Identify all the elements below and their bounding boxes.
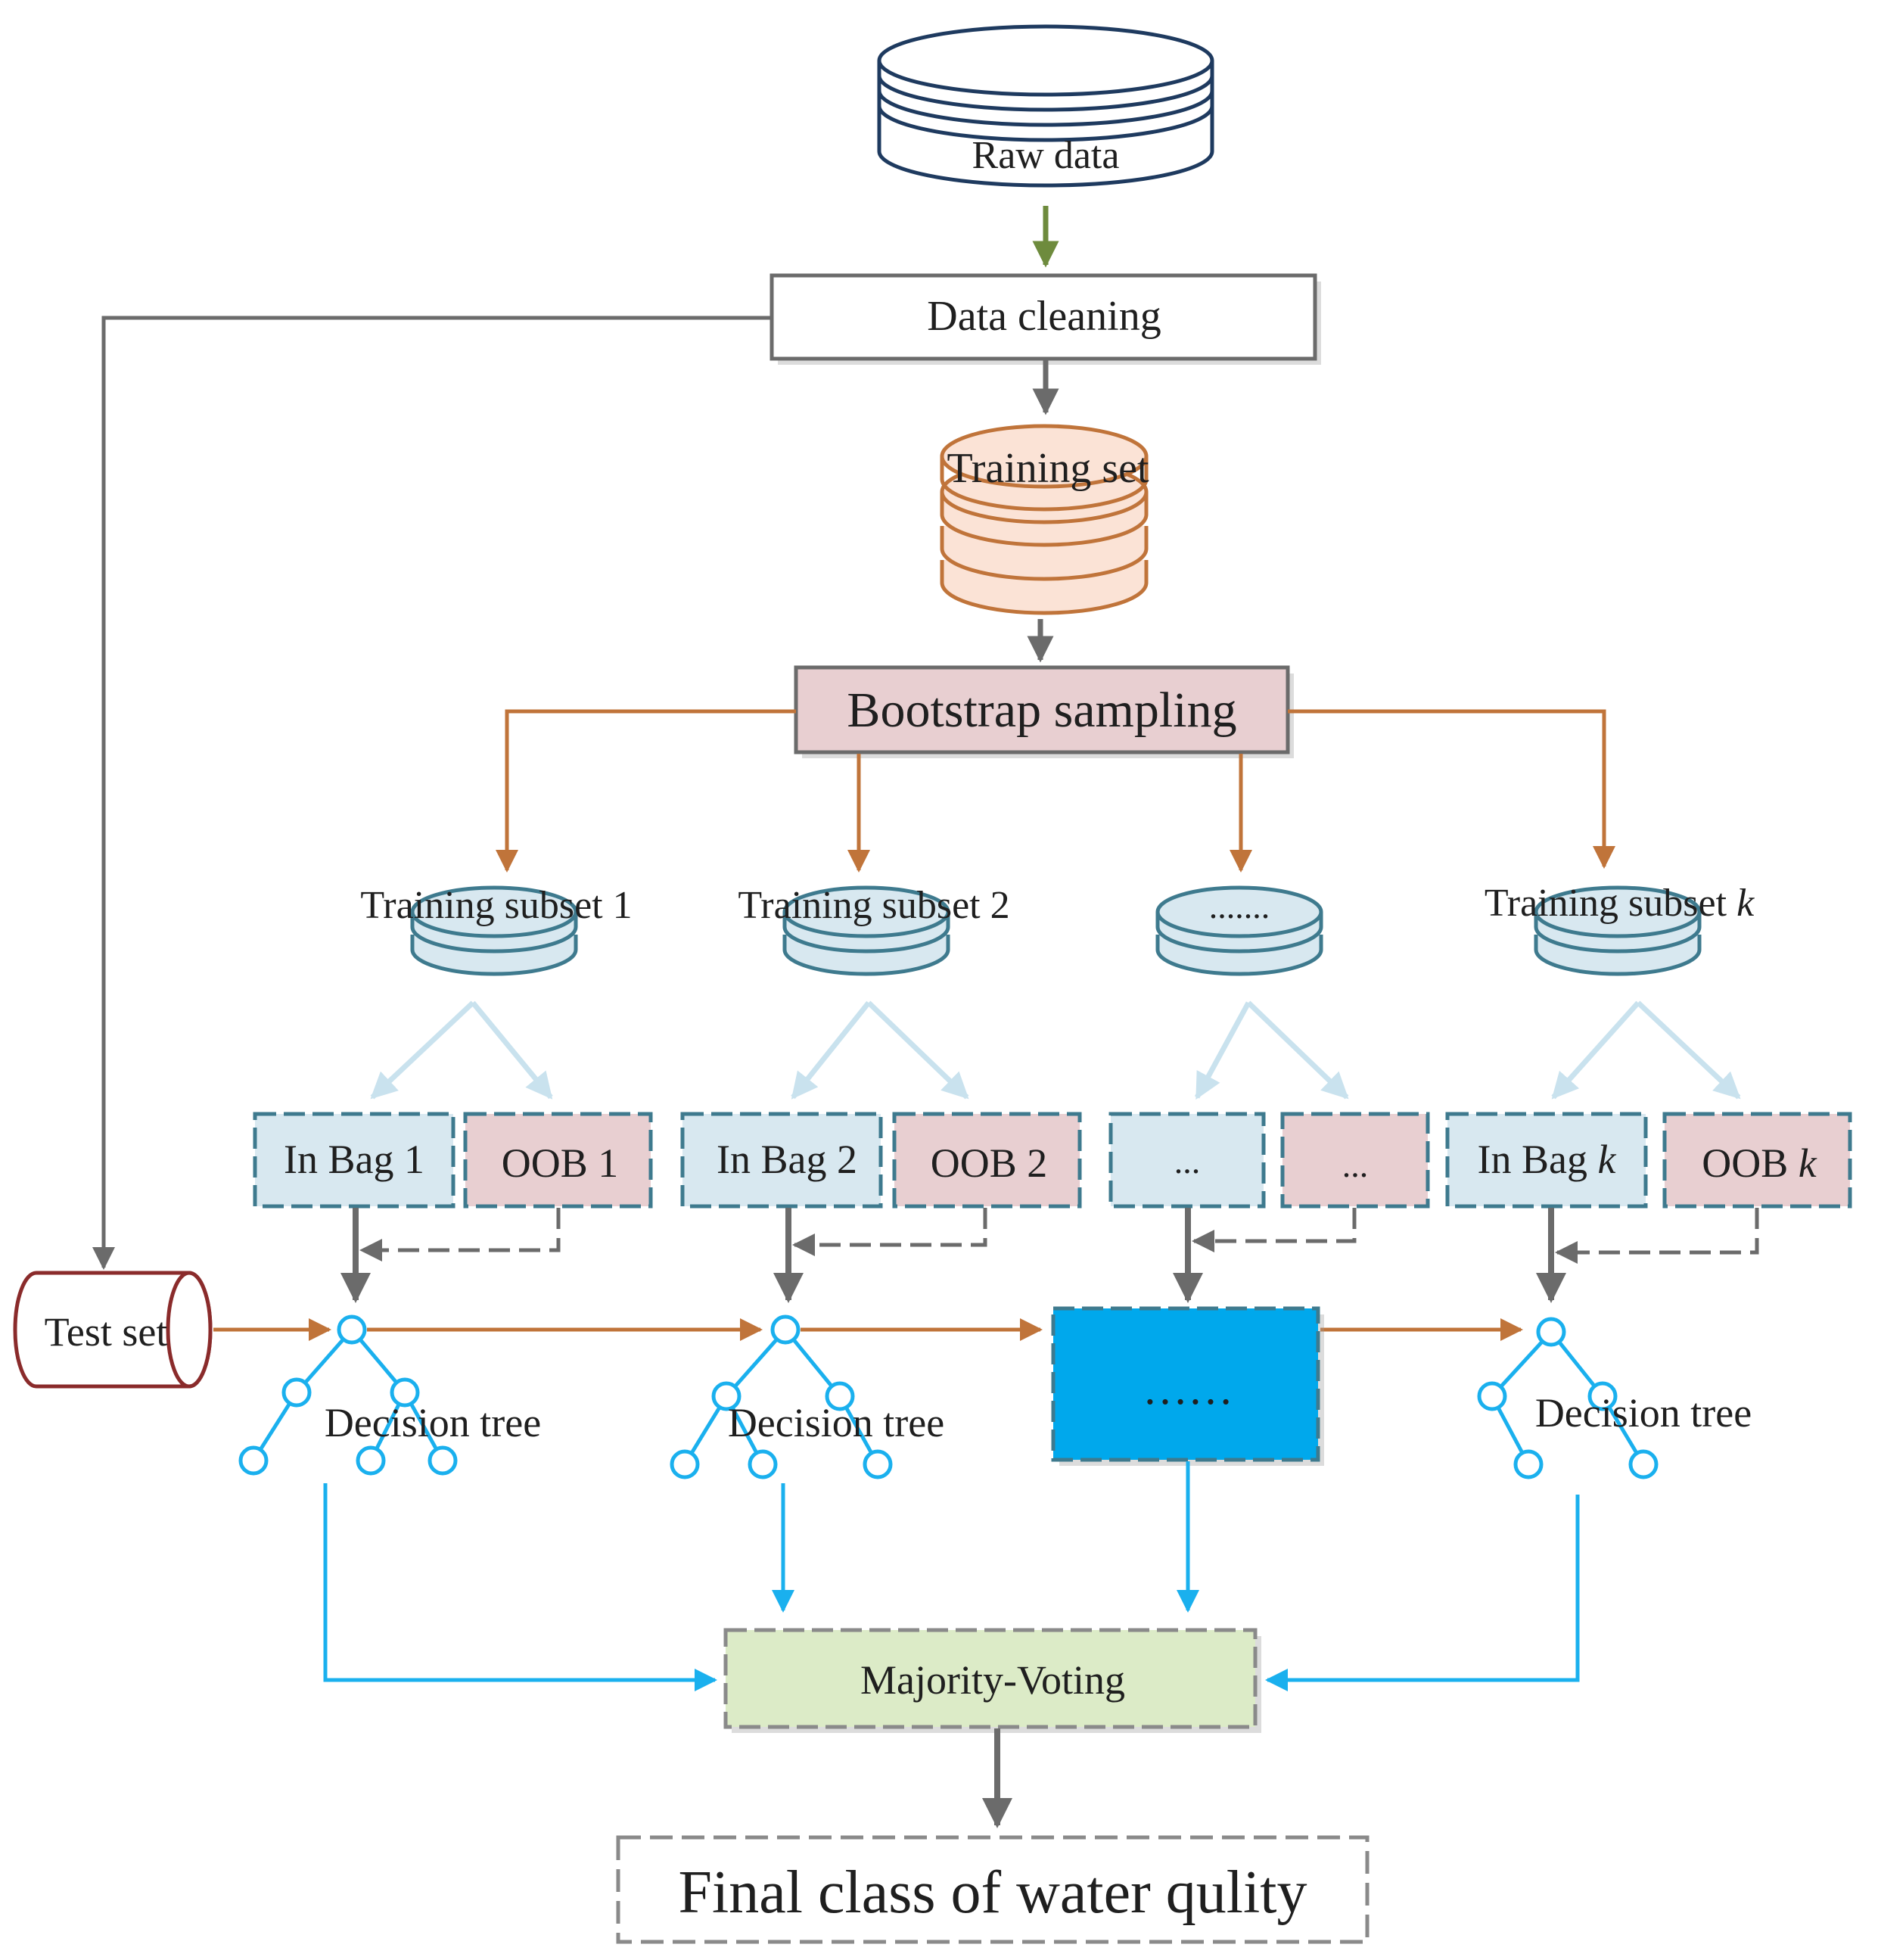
decision-tree-ellipsis-box: …… [1051,1306,1324,1466]
in-bag-2-label: In Bag 2 [717,1137,857,1182]
oob-k-var: k [1799,1140,1817,1186]
majority-voting-box: Majority-Voting [723,1628,1261,1733]
final-class-label: Final class of water qulity [679,1859,1307,1926]
test-set-cylinder: Test set [13,1271,213,1389]
training-subset-k-var: k [1736,882,1755,925]
raw-data-label: Raw data [972,134,1120,177]
oob-2-box [892,1112,1082,1209]
oob-k-label: OOB k [1702,1140,1817,1186]
oob-ellipsis-label: ... [1342,1146,1369,1184]
oob-1-box [463,1112,653,1209]
bootstrap-to-subset-1-arrow [496,709,796,873]
in-bag-k-prefix: In Bag [1478,1137,1598,1182]
oob-2-label: OOB 2 [931,1140,1048,1186]
decision-tree-1-label: Decision tree [325,1400,541,1445]
majority-voting-label: Majority-Voting [860,1657,1125,1703]
training-set-stack: Training set [940,424,1149,615]
in-bag-k-label: In Bag k [1478,1137,1617,1182]
training-subset-k-prefix: Training subset [1485,882,1736,925]
bootstrap-to-subset-k-arrow [1288,709,1615,869]
training-set-label: Training set [947,445,1149,492]
in-bag-k-var: k [1598,1137,1617,1182]
decision-tree-k [1477,1317,1659,1479]
in-bag-1-box [253,1112,455,1209]
in-bag-ellipsis-label: ... [1174,1142,1201,1181]
training-subset-1-label: Training subset 1 [360,884,632,927]
decision-tree-2 [670,1314,893,1479]
oob-1-label: OOB 1 [502,1140,619,1186]
raw-data-database: Raw data [877,24,1214,188]
training-subset-k: Training subset k [1485,882,1755,976]
in-bag-1-label: In Bag 1 [284,1137,424,1182]
subset-split-arrows [370,1000,1741,1100]
in-bag-2-box [680,1112,883,1209]
decision-tree-ellipsis-label: …… [1143,1364,1233,1414]
test-set-label: Test set [45,1309,168,1355]
final-class-box: Final class of water qulity [616,1835,1370,1944]
data-cleaning-label: Data cleaning [927,293,1161,340]
oob-k-prefix: OOB [1702,1140,1799,1186]
decision-tree-1 [238,1314,458,1476]
oob-ellipsis-box [1280,1112,1430,1209]
data-cleaning-box: Data cleaning [770,273,1321,365]
oob-k-box [1662,1112,1852,1209]
training-subset-2-label: Training subset 2 [738,884,1009,927]
decision-tree-k-label: Decision tree [1535,1390,1752,1436]
training-subset-2: Training subset 2 [738,884,1010,976]
bag-boxes [253,1112,1852,1209]
in-bag-k-box [1445,1112,1648,1209]
cleaning-to-test-set-arrow [92,316,772,1270]
decision-tree-2-label: Decision tree [728,1400,944,1445]
training-subset-ellipsis: ....... [1155,885,1323,976]
training-subset-1: Training subset 1 [360,884,633,976]
training-subset-k-label: Training subset k [1485,882,1755,925]
training-subset-ellipsis-label: ....... [1209,887,1270,926]
tree-to-voting-arrows [323,1461,1580,1691]
bag-to-tree-arrows [340,1208,1759,1303]
bootstrap-sampling-label: Bootstrap sampling [847,683,1236,738]
in-bag-ellipsis-box [1108,1112,1266,1209]
bootstrap-sampling-box: Bootstrap sampling [794,665,1294,758]
